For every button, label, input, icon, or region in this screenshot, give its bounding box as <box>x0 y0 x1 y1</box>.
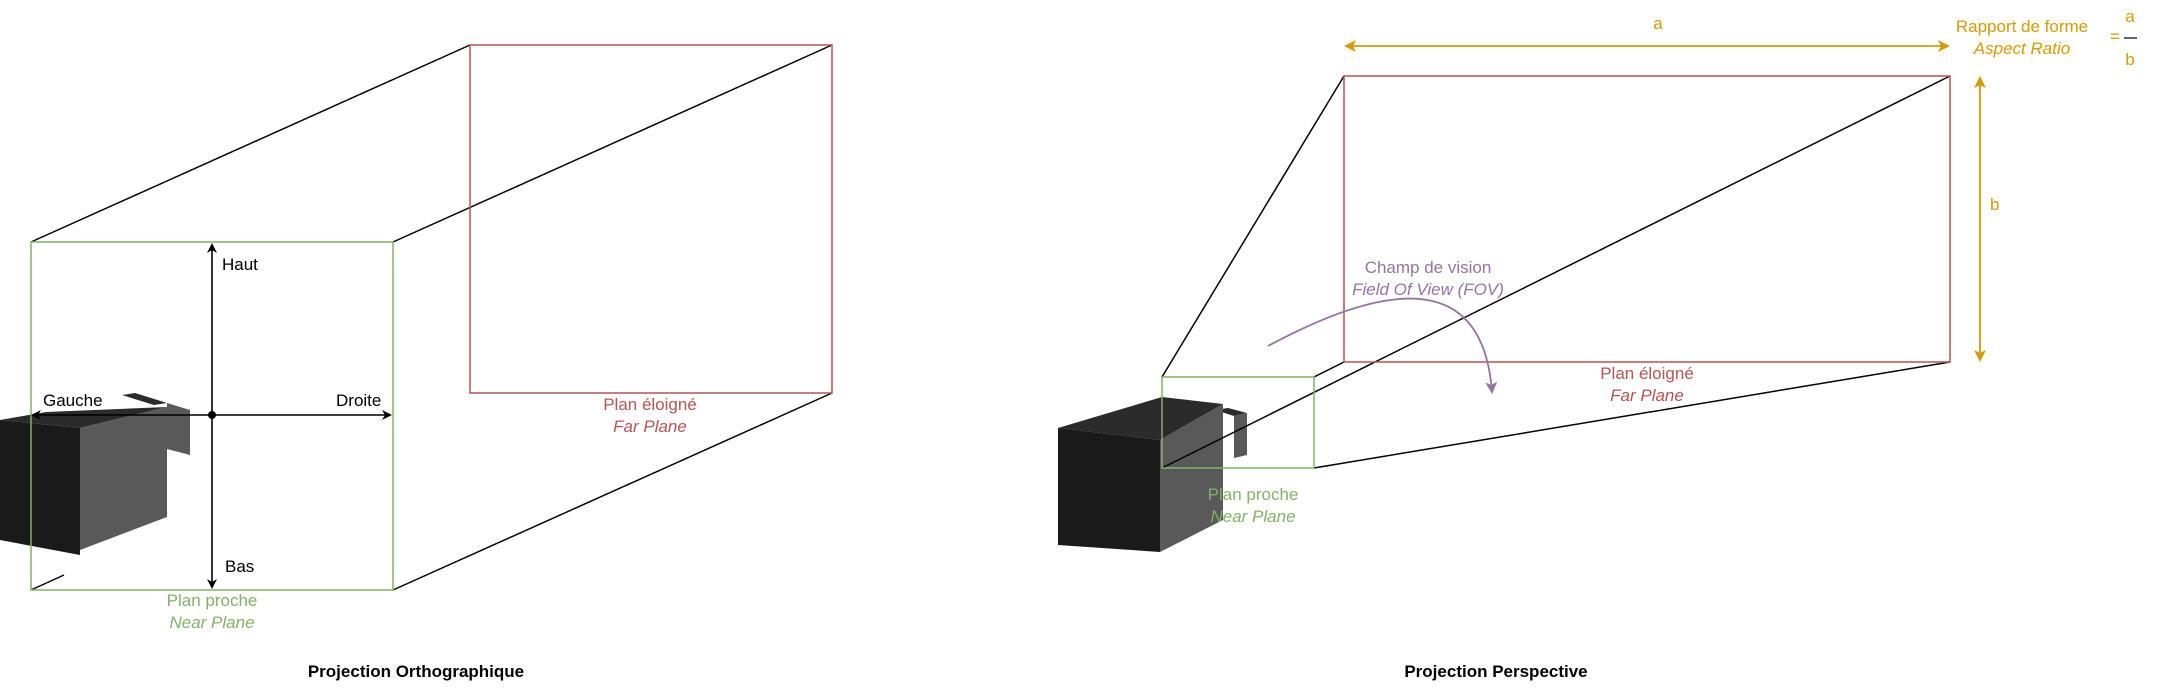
frustum-edge <box>1313 361 1951 469</box>
ortho-far-label-fr: Plan éloigné <box>603 395 697 414</box>
ortho-box-edge <box>392 44 833 243</box>
height-label: b <box>1990 195 1999 214</box>
ortho-far-plane <box>469 44 833 394</box>
right-label: Droite <box>336 391 381 410</box>
persp-near-label-fr: Plan proche <box>1208 485 1299 504</box>
camera-top <box>0 407 167 428</box>
persp-near-label-en: Near Plane <box>1210 507 1295 526</box>
aspect-ratio-numerator: a <box>2125 7 2135 26</box>
camera-lens-side <box>167 403 190 455</box>
camera-side <box>80 407 167 550</box>
ortho-caption: Projection Orthographique <box>308 662 524 681</box>
frustum-edge <box>1161 75 1951 469</box>
camera-lens-top <box>122 393 167 405</box>
frustum-edge <box>1161 75 1345 378</box>
aspect-label-en: Aspect Ratio <box>1973 39 2070 58</box>
aspect-ratio-denominator: b <box>2125 50 2134 69</box>
fov-label-fr: Champ de vision <box>1365 258 1492 277</box>
ortho-projection: Haut Bas Gauche Droite Plan proche Near … <box>0 44 833 681</box>
up-label: Haut <box>222 255 258 274</box>
camera-front <box>1058 428 1160 552</box>
fov-arc-arrow <box>1267 297 1498 394</box>
camera-front <box>0 420 80 555</box>
persp-far-plane <box>1343 75 1951 363</box>
origin-dot <box>208 411 216 419</box>
ortho-box-edge <box>392 392 833 591</box>
camera-side <box>1160 404 1223 552</box>
down-label: Bas <box>225 557 254 576</box>
persp-caption: Projection Perspective <box>1404 662 1587 681</box>
ortho-box-edge <box>30 44 471 243</box>
ortho-box-edge <box>30 574 65 591</box>
camera-top <box>1058 397 1223 440</box>
aspect-ratio-equals: = <box>2110 27 2120 46</box>
frustum-edge <box>1313 361 1345 378</box>
persp-far-label-en: Far Plane <box>1610 386 1684 405</box>
aspect-label-fr: Rapport de forme <box>1956 17 2088 36</box>
ortho-near-label-en: Near Plane <box>169 613 254 632</box>
persp-projection: a b Rapport de forme Aspect Ratio = a b … <box>1058 7 2137 681</box>
persp-near-plane <box>1161 376 1315 469</box>
ortho-camera <box>0 393 190 555</box>
persp-camera <box>1058 397 1247 552</box>
width-label: a <box>1653 14 1663 33</box>
camera-lens-side <box>1234 413 1247 458</box>
fov-label-en: Field Of View (FOV) <box>1352 280 1504 299</box>
ortho-near-label-fr: Plan proche <box>167 591 258 610</box>
ortho-far-label-en: Far Plane <box>613 417 687 436</box>
left-label: Gauche <box>43 391 103 410</box>
persp-far-label-fr: Plan éloigné <box>1600 364 1694 383</box>
